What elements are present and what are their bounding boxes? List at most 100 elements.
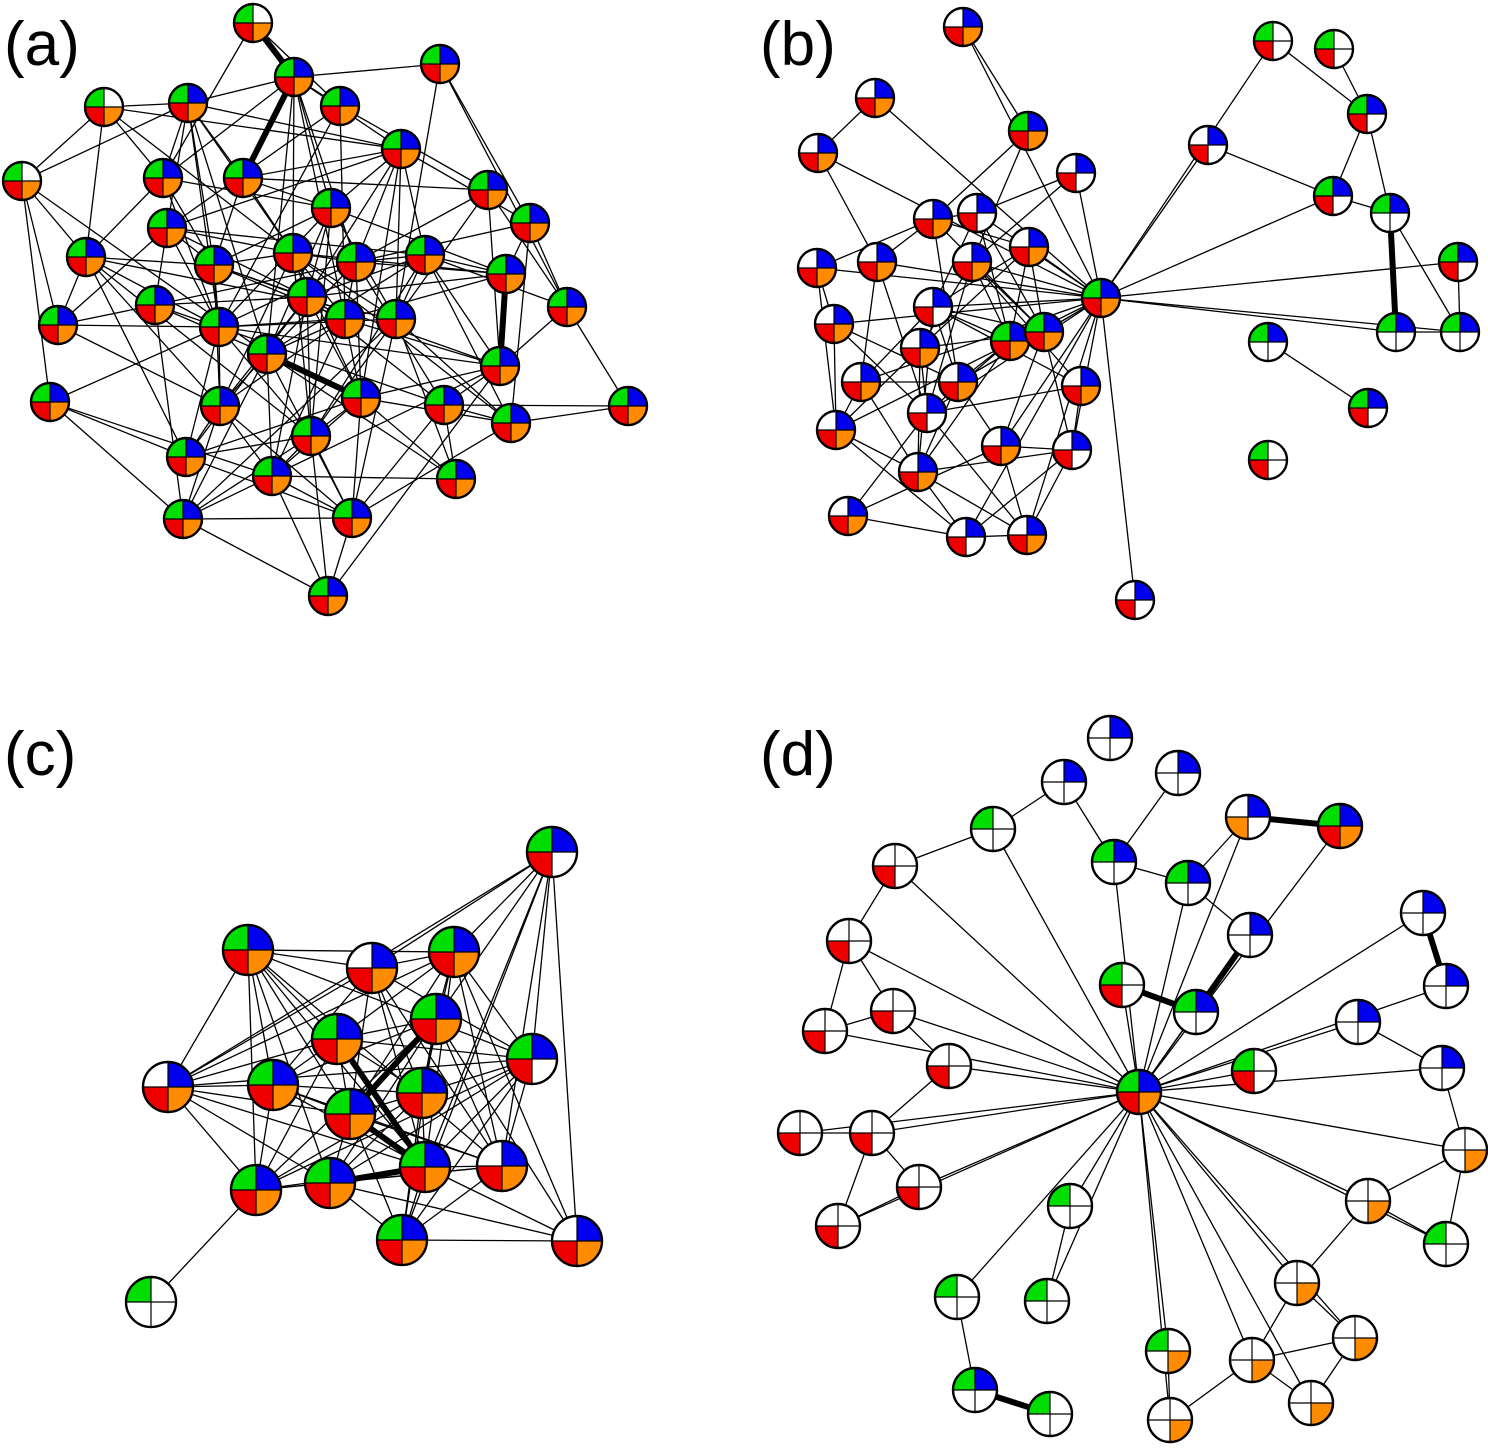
node-quadrant	[253, 457, 272, 476]
node-quadrant	[85, 107, 104, 126]
node-quadrant	[223, 950, 248, 975]
node-quadrant	[292, 436, 311, 455]
node-b-5	[797, 132, 839, 174]
node-outline	[404, 234, 446, 276]
edge-b	[926, 412, 1028, 536]
node-quadrant	[1318, 804, 1340, 826]
edge-a	[162, 76, 295, 179]
node-quadrant	[1390, 213, 1409, 232]
node-quadrant	[1368, 408, 1387, 427]
edge-a	[510, 222, 531, 424]
node-d-3	[969, 805, 1017, 853]
node-d-13	[869, 987, 917, 1035]
node-outline	[1375, 311, 1417, 353]
node-quadrant	[1333, 1338, 1355, 1360]
node-quadrant	[214, 265, 233, 284]
node-quadrant	[1076, 173, 1095, 192]
node-outline	[251, 455, 293, 497]
node-outline	[1008, 226, 1050, 268]
node-outline	[1247, 321, 1289, 363]
node-quadrant	[1318, 826, 1340, 848]
node-b-15	[951, 241, 993, 283]
edge-d	[956, 1091, 1140, 1298]
node-quadrant	[872, 1133, 894, 1155]
node-quadrant	[1358, 1000, 1380, 1022]
node-quadrant	[1122, 963, 1144, 985]
edge-b	[835, 429, 967, 538]
node-quadrant	[1028, 1414, 1050, 1436]
node-quadrant	[1050, 1414, 1072, 1436]
node-quadrant	[143, 1062, 168, 1087]
node-outline	[1114, 579, 1156, 621]
node-b-38	[945, 516, 987, 558]
node-outline	[1090, 838, 1138, 886]
edge-b	[976, 212, 1011, 342]
node-quadrant	[1446, 1244, 1468, 1266]
node-quadrant	[919, 1187, 941, 1209]
node-quadrant	[186, 438, 205, 457]
node-outline	[1040, 758, 1088, 806]
edge-c	[329, 1058, 533, 1184]
node-quadrant	[350, 1089, 375, 1114]
node-c-7	[141, 1060, 195, 1114]
edge-a	[351, 404, 445, 519]
node-quadrant	[875, 98, 894, 117]
node-quadrant	[231, 1190, 256, 1215]
node-quadrant	[527, 827, 552, 852]
node-d-10	[1226, 911, 1274, 959]
edge-c	[435, 1018, 503, 1167]
node-quadrant	[953, 1368, 975, 1390]
node-outline	[162, 498, 204, 540]
node-quadrant	[1148, 1398, 1170, 1420]
node-outline	[246, 333, 288, 375]
edge-d	[824, 1030, 1140, 1093]
node-a-13	[509, 202, 551, 244]
node-quadrant	[798, 268, 817, 287]
node-quadrant	[1009, 112, 1028, 131]
node-quadrant	[834, 324, 853, 343]
node-quadrant	[552, 1216, 577, 1241]
node-a-33	[607, 385, 649, 427]
node-quadrant	[86, 257, 105, 276]
node-quadrant	[377, 1215, 402, 1240]
node-quadrant	[947, 537, 966, 556]
edge-b	[971, 172, 1077, 263]
node-quadrant	[1424, 964, 1446, 986]
edge-b	[817, 152, 1102, 299]
node-outline	[1115, 1068, 1163, 1116]
node-b-14	[856, 241, 898, 283]
node-quadrant	[39, 306, 58, 325]
node-outline	[467, 169, 509, 211]
edge-d	[1138, 985, 1447, 1093]
node-quadrant	[440, 45, 459, 64]
panel-label-c: (c)	[4, 720, 77, 789]
node-quadrant	[856, 79, 875, 98]
node-quadrant	[500, 347, 519, 366]
node-quadrant	[1268, 460, 1287, 479]
node-quadrant	[136, 286, 155, 305]
node-quadrant	[958, 382, 977, 401]
node-quadrant	[1315, 49, 1334, 68]
node-quadrant	[1114, 840, 1136, 862]
node-quadrant	[893, 989, 915, 1011]
node-quadrant	[1028, 112, 1047, 131]
node-quadrant	[347, 968, 372, 993]
node-b-19	[912, 286, 954, 328]
node-quadrant	[456, 479, 475, 498]
edge-b	[1100, 297, 1136, 601]
edge-c	[255, 1038, 338, 1191]
node-quadrant	[469, 171, 488, 190]
node-quadrant	[1367, 114, 1386, 133]
node-quadrant	[169, 103, 188, 122]
edge-a	[218, 105, 341, 328]
node-quadrant	[1371, 194, 1390, 213]
node-quadrant	[1057, 154, 1076, 173]
node-quadrant	[219, 308, 238, 327]
edge-a	[85, 256, 312, 437]
node-quadrant	[1443, 1128, 1465, 1150]
edge-a	[57, 227, 168, 326]
node-quadrant	[1289, 1381, 1311, 1403]
node-quadrant	[195, 246, 214, 265]
node-quadrant	[511, 223, 530, 242]
node-quadrant	[377, 300, 396, 319]
